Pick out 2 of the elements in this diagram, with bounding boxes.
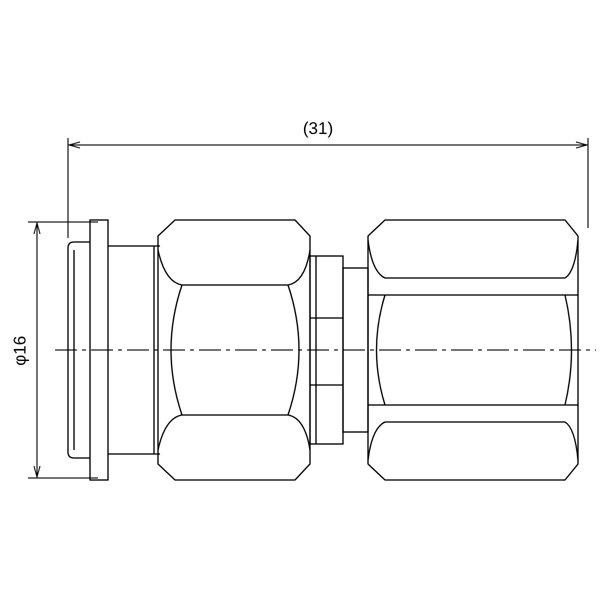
- dimension-label: φ16: [9, 334, 30, 368]
- dimension-label: (31): [302, 118, 334, 140]
